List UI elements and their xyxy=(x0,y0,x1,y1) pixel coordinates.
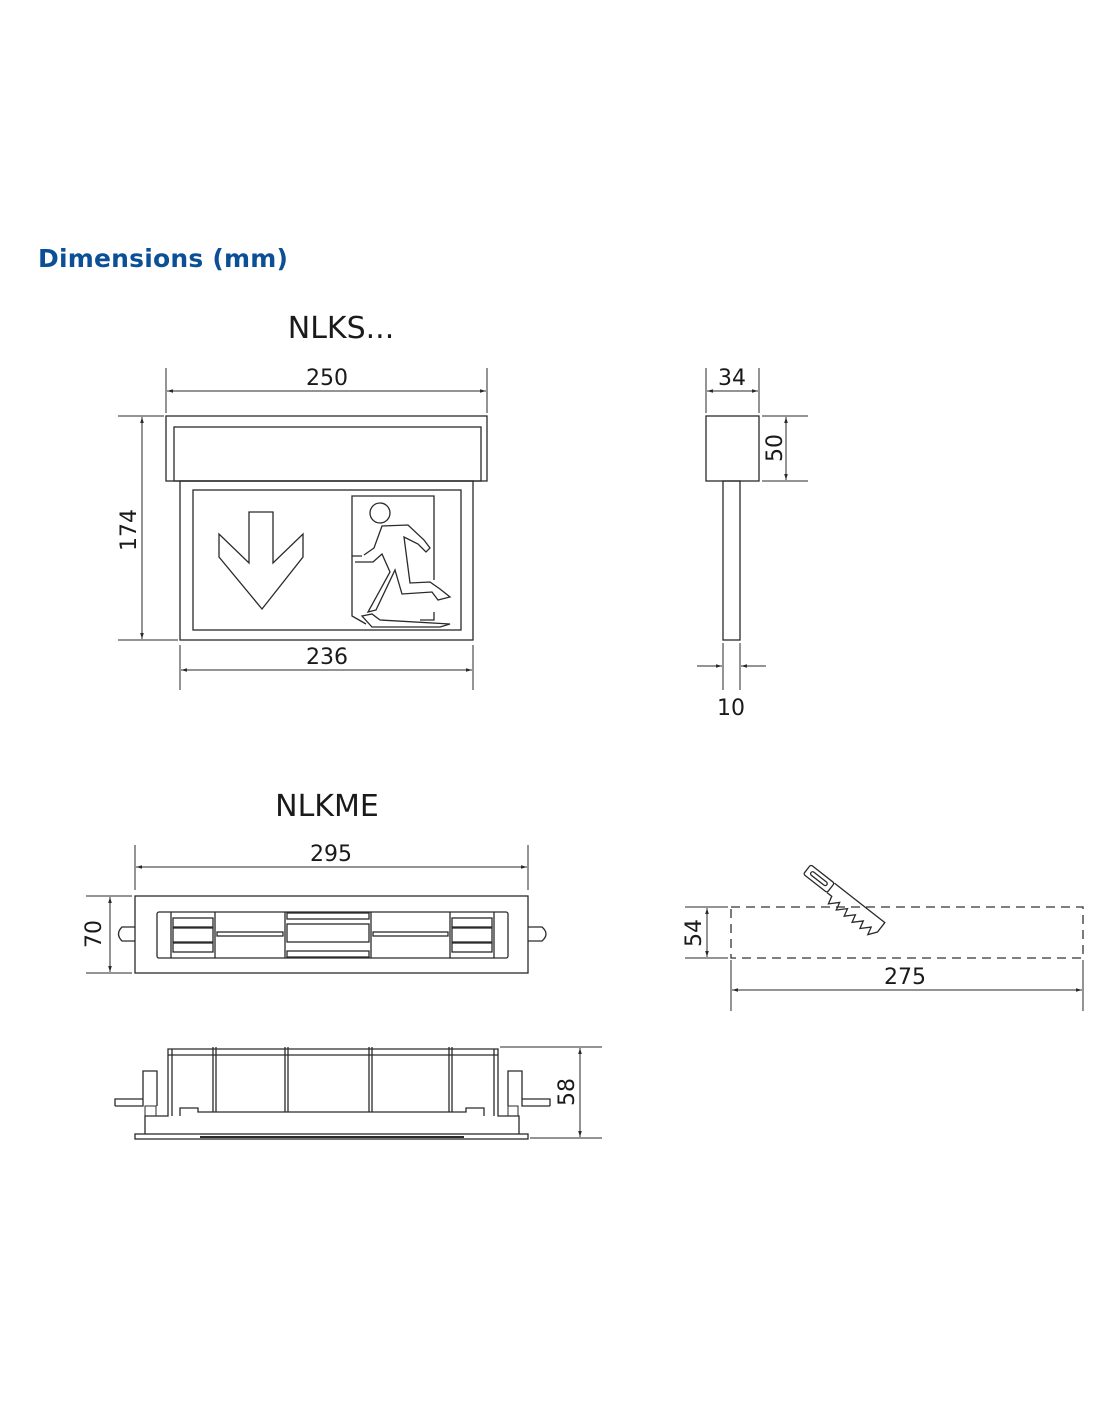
section-heading: Dimensions (mm) xyxy=(38,244,289,273)
saw-icon xyxy=(803,864,886,936)
nlkme-title: NLKME xyxy=(275,789,379,824)
dim-10: 10 xyxy=(697,643,766,721)
nlkme-top-view xyxy=(117,895,547,974)
nlks-title: NLKS... xyxy=(288,311,394,346)
dim-label: 236 xyxy=(306,645,348,670)
dim-label: 70 xyxy=(82,920,107,948)
arrow-down-icon xyxy=(218,511,304,611)
dim-236: 236 xyxy=(179,645,474,690)
dim-label: 250 xyxy=(306,366,348,391)
dim-54: 54 xyxy=(682,906,728,959)
cutout-outline xyxy=(730,906,1084,959)
dim-label: 10 xyxy=(717,696,745,721)
dim-174: 174 xyxy=(117,415,178,641)
dim-34: 34 xyxy=(705,366,760,413)
dim-label: 174 xyxy=(117,509,142,551)
dim-label: 34 xyxy=(718,366,746,391)
nlks-front-view xyxy=(165,415,488,641)
dim-label: 275 xyxy=(884,965,926,990)
nlkme-side-view xyxy=(114,1047,551,1140)
running-man-icon xyxy=(351,495,452,628)
dim-58: 58 xyxy=(500,1046,602,1139)
dim-label: 58 xyxy=(555,1078,580,1106)
dim-70: 70 xyxy=(82,895,132,974)
nlks-side-view xyxy=(705,415,760,641)
dim-275: 275 xyxy=(730,960,1084,1011)
dim-295: 295 xyxy=(134,842,529,890)
dim-label: 54 xyxy=(682,919,707,947)
dim-250: 250 xyxy=(165,366,488,413)
dim-label: 295 xyxy=(310,842,352,867)
dim-label: 50 xyxy=(763,434,788,462)
dim-50: 50 xyxy=(762,415,808,482)
